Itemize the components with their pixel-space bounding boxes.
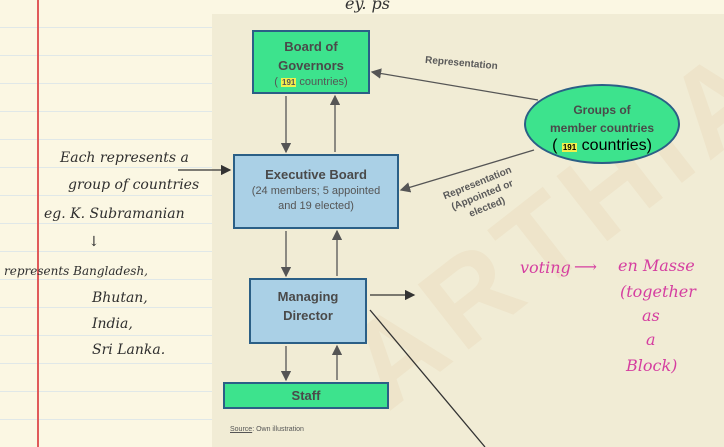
note-line-7: India, (92, 316, 133, 332)
staff-box: Staff (223, 382, 389, 409)
groups-count-suffix: countries) (581, 137, 652, 154)
board-of-governors-box: Board of Governors ( 191 countries) (252, 30, 370, 94)
board-title-line1: Board of (284, 39, 338, 54)
source-label: Source (230, 426, 253, 433)
note-line-4: ↓ (88, 234, 100, 250)
source-caption: Source: Own illustration (230, 426, 304, 433)
board-title-line2: Governors (278, 58, 344, 73)
a-note: a (646, 330, 656, 349)
md-title-line1: Managing (277, 289, 339, 304)
exec-detail-line1: (24 members; 5 appointed (251, 185, 381, 197)
note-line-2: group of countries (68, 177, 200, 193)
enmasse-note: en Masse (618, 256, 695, 275)
header-scrawl: ey. ps (345, 0, 391, 13)
arrow-groups-to-board (370, 68, 539, 101)
margin-line (37, 0, 39, 447)
managing-director-box: Managing Director (249, 278, 367, 344)
arrow-groups-to-exec (399, 149, 535, 193)
exec-title: Executive Board (265, 167, 367, 182)
groups-of-member-countries-ellipse: Groups of member countries ( 191 countri… (524, 84, 680, 164)
source-text: : Own illustration (252, 426, 304, 433)
block-note: Block) (626, 356, 678, 375)
board-countries: ( 191 countries) (274, 76, 348, 88)
note-line-8: Sri Lanka. (92, 342, 166, 358)
board-count: 191 (281, 78, 297, 87)
staff-title: Staff (291, 388, 321, 403)
executive-board-box: Executive Board (24 members; 5 appointed… (233, 154, 399, 229)
note-line-3: eg. K. Subramanian (44, 206, 185, 222)
board-count-suffix: countries) (299, 76, 348, 88)
handwritten-line-from-md (369, 309, 486, 447)
groups-countries: ( 191 countries) (552, 137, 652, 154)
note-line-5: represents Bangladesh, (4, 264, 148, 278)
md-title-line2: Director (283, 308, 333, 323)
groups-title-line2: member countries (549, 121, 655, 135)
exec-detail-line2: and 19 elected) (278, 200, 354, 212)
voting-arrow: ⟶ (574, 257, 597, 276)
groups-title-line1: Groups of (573, 103, 631, 117)
note-line-1: Each represents a (60, 150, 189, 166)
together-note: (together (620, 282, 696, 301)
note-line-6: Bhutan, (92, 290, 148, 306)
voting-note: voting (520, 258, 571, 277)
as-note: as (642, 306, 660, 325)
groups-count: 191 (561, 143, 578, 152)
